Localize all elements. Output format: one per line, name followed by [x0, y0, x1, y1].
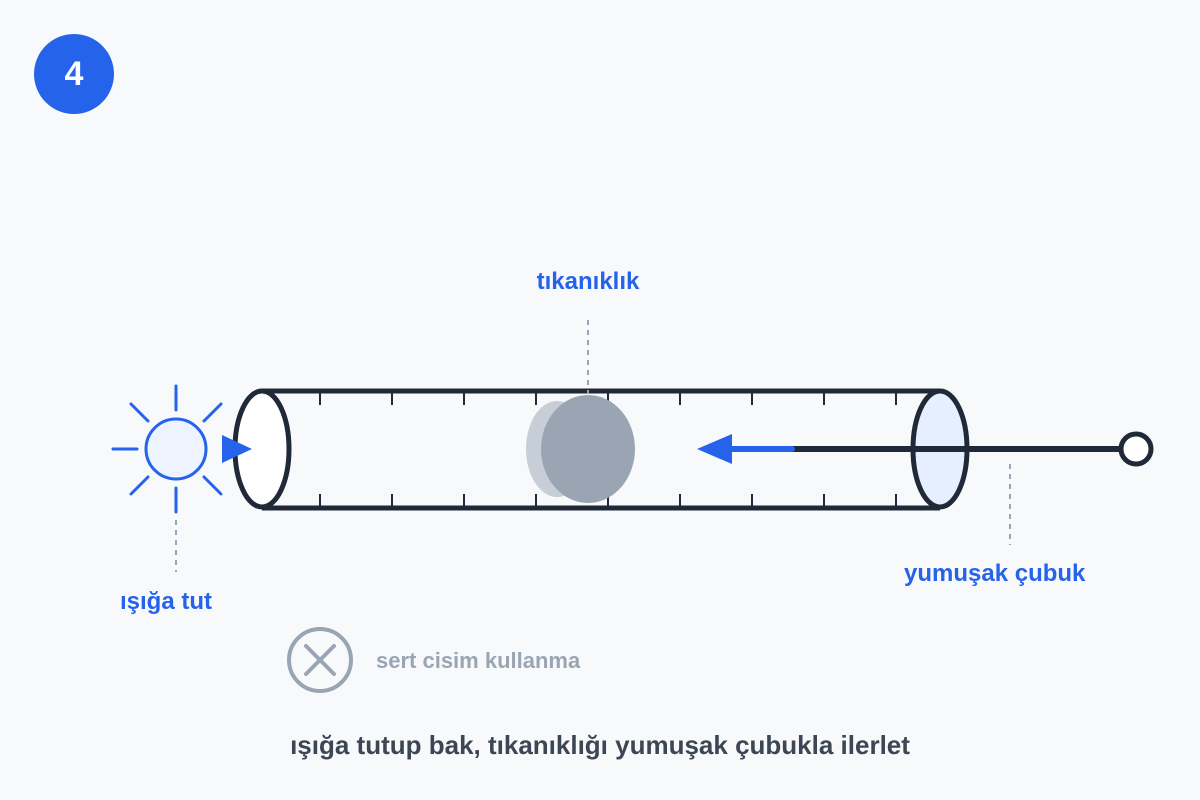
warning-label: sert cisim kullanma	[376, 648, 581, 673]
push-arrow-icon	[697, 434, 795, 464]
blockage	[526, 395, 635, 503]
step-number-badge: 4	[34, 34, 114, 114]
soft-rod-label: yumuşak çubuk	[904, 560, 1086, 587]
light-source-icon	[111, 384, 223, 514]
hold-to-light-label: ışığa tut	[120, 588, 213, 615]
soft-rod	[792, 431, 1154, 467]
light-entry-arrow	[222, 435, 252, 463]
rod-handle	[1118, 431, 1154, 467]
blocked-x-icon	[287, 627, 353, 693]
instruction-caption: ışığa tutup bak, tıkanıklığı yumuşak çub…	[290, 730, 910, 760]
blockage-label: tıkanıklık	[536, 268, 640, 295]
